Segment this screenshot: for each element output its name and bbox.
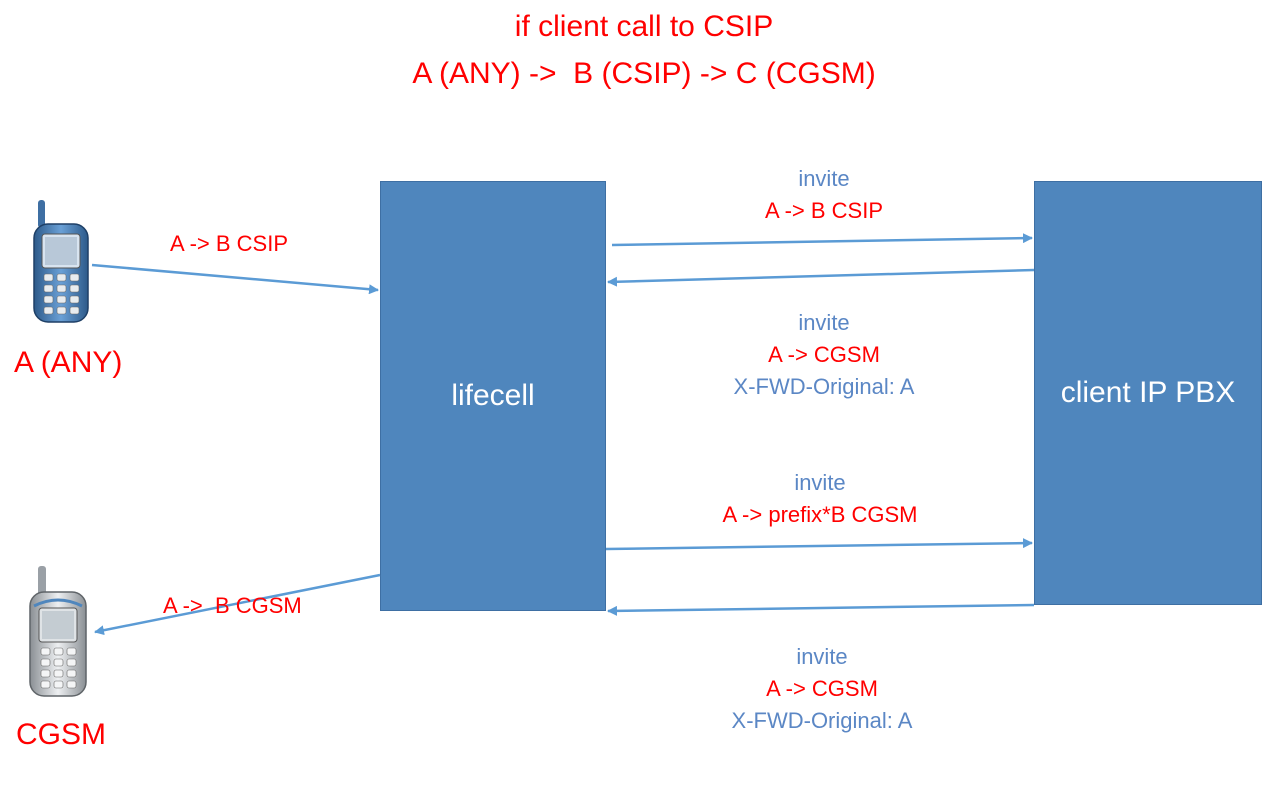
invite-2-label: invite A -> CGSM X-FWD-Original: A [700, 307, 948, 403]
edge-label-lifecell-to-cgsm: A -> B CGSM [163, 593, 302, 618]
diagram-title-line-1: if client call to CSIP [514, 10, 774, 43]
mobile-phone-blue-icon [33, 200, 89, 323]
arrow-lifecell-to-cgsm [94, 573, 381, 636]
phone-a-label: A (ANY) [14, 346, 123, 379]
invite-4-title: invite [796, 644, 848, 669]
lifecell-box: lifecell [380, 181, 606, 611]
invite-3-label: invite A -> prefix*B CGSM [680, 467, 960, 531]
invite-1-route: A -> B CSIP [765, 198, 883, 223]
invite-3-route: A -> prefix*B CGSM [722, 502, 918, 527]
diagram-title-line-2: A (ANY) -> B (CSIP) -> C (CGSM) [412, 57, 876, 90]
invite-1-label: invite A -> B CSIP [700, 163, 948, 227]
arrow-a-to-lifecell [91, 263, 379, 295]
invite-4-header: X-FWD-Original: A [731, 708, 913, 733]
invite-3-title: invite [794, 470, 846, 495]
lifecell-label: lifecell [451, 379, 535, 412]
invite-2-header: X-FWD-Original: A [733, 374, 915, 399]
invite-1-title: invite [798, 166, 850, 191]
client-ip-pbx-label: client IP PBX [1060, 376, 1236, 409]
arrow-invite-1 [611, 233, 1033, 247]
arrow-invite-2 [607, 268, 1035, 287]
arrow-invite-4 [607, 603, 1035, 616]
invite-2-title: invite [798, 310, 850, 335]
arrow-invite-3 [605, 538, 1033, 551]
client-ip-pbx-box: client IP PBX [1034, 181, 1262, 605]
edge-label-a-to-lifecell: A -> B CSIP [170, 231, 288, 256]
invite-4-label: invite A -> CGSM X-FWD-Original: A [698, 641, 946, 737]
mobile-phone-grey-icon [29, 566, 87, 697]
invite-2-route: A -> CGSM [768, 342, 880, 367]
phone-cgsm-label: CGSM [16, 718, 106, 751]
invite-4-route: A -> CGSM [766, 676, 878, 701]
